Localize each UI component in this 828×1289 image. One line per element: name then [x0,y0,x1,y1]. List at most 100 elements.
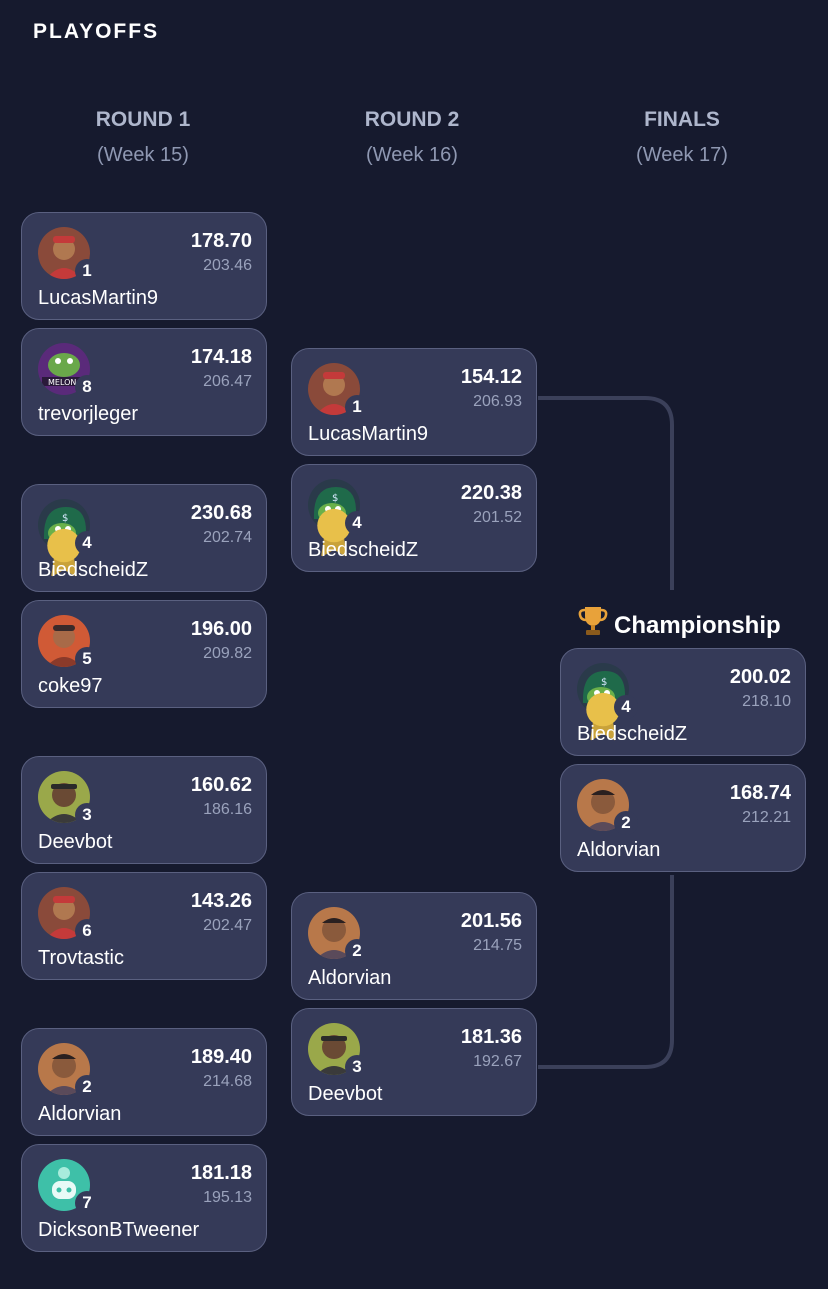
svg-text:$: $ [332,493,338,504]
team-name: coke97 [38,675,103,697]
team-name: BiedscheidZ [38,559,149,581]
team-avatar: 1 [38,227,99,283]
medal-icon [317,508,351,558]
team-name: Deevbot [308,1083,383,1105]
projected-score: 195.13 [203,1189,252,1206]
projected-score: 214.68 [203,1073,252,1090]
person-brown-avatar-icon [577,779,629,831]
seed-badge: 6 [75,919,99,943]
seed-badge: 3 [345,1055,369,1079]
team-score: 200.02 [729,666,791,688]
projected-score: 203.46 [203,257,252,274]
seed-badge: 1 [345,395,369,419]
team-avatar: 3 [38,771,99,827]
team-name: BiedscheidZ [308,539,419,561]
seed-badge: 4 [614,695,638,719]
team-score: 220.38 [460,482,522,504]
team-name: BiedscheidZ [577,723,688,745]
team-score: 174.18 [190,346,252,368]
round-1-header: ROUND 1 (Week 15) [43,108,243,167]
svg-text:$: $ [601,677,607,688]
team-score: 181.18 [190,1162,252,1184]
team-score: 196.00 [190,618,252,640]
team-name: trevorjleger [38,403,139,425]
round-2-week: (Week 16) [366,144,458,166]
team-name: Aldorvian [577,839,661,861]
projected-score: 206.93 [473,393,522,410]
team-score: 160.62 [190,774,252,796]
team-avatar: 3 [308,1023,369,1079]
projected-score: 209.82 [203,645,252,662]
seed-badge: 3 [75,803,99,827]
team-name: Deevbot [38,831,113,853]
projected-score: 202.47 [203,917,252,934]
medal-icon [586,692,620,742]
championship-title: Championship [578,604,781,640]
team-avatar: $4 [577,663,638,742]
team-name: Aldorvian [308,967,392,989]
team-name: LucasMartin9 [38,287,159,309]
round-2-name: ROUND 2 [364,108,460,131]
team-avatar: 2 [38,1043,99,1099]
team-avatar: 6 [38,887,99,943]
team-avatar: 2 [308,907,369,963]
team-score: 168.74 [729,782,791,804]
projected-score: 201.52 [473,509,522,526]
seed-badge: 2 [614,811,638,835]
seed-badge: 2 [345,939,369,963]
seed-badge: 8 [75,375,99,399]
team-avatar: 1 [308,363,369,419]
team-score: 201.56 [460,910,522,932]
round-2-header: ROUND 2 (Week 16) [312,108,512,167]
seed-badge: 1 [75,259,99,283]
team-avatar: 5 [38,615,99,671]
person-red-avatar-icon [38,227,90,279]
finals-week: (Week 17) [636,144,728,166]
svg-text:MELON: MELON [48,378,76,387]
projected-score: 186.16 [203,801,252,818]
championship-label: Championship [614,612,781,639]
person-brown-avatar-icon [38,1043,90,1095]
seed-badge: 7 [75,1191,99,1215]
team-score: 230.68 [190,502,252,524]
finals-header: FINALS (Week 17) [582,108,782,167]
team-avatar: $4 [308,479,369,558]
team-score: 143.26 [190,890,252,912]
trophy-icon [578,607,608,635]
seed-badge: 2 [75,1075,99,1099]
svg-text:$: $ [62,513,68,524]
team-score: 189.40 [190,1046,252,1068]
projected-score: 192.67 [473,1053,522,1070]
seed-badge: 4 [75,531,99,555]
team-avatar: $4 [38,499,99,578]
team-name: Aldorvian [38,1103,122,1125]
medal-icon [47,528,81,578]
projected-score: 206.47 [203,373,252,390]
seed-badge: 5 [75,647,99,671]
team-score: 181.36 [460,1026,522,1048]
team-score: 178.70 [190,230,252,252]
matchup-team-card[interactable]: 5 196.00 209.82 coke97 [21,600,267,708]
projected-score: 212.21 [742,809,791,826]
finals-name: FINALS [644,108,720,131]
connector-top [538,396,674,590]
team-avatar: 2 [577,779,638,835]
round-1-week: (Week 15) [97,144,189,166]
projected-score: 214.75 [473,937,522,954]
team-name: LucasMartin9 [308,423,429,445]
team-name: Trovtastic [38,947,124,969]
